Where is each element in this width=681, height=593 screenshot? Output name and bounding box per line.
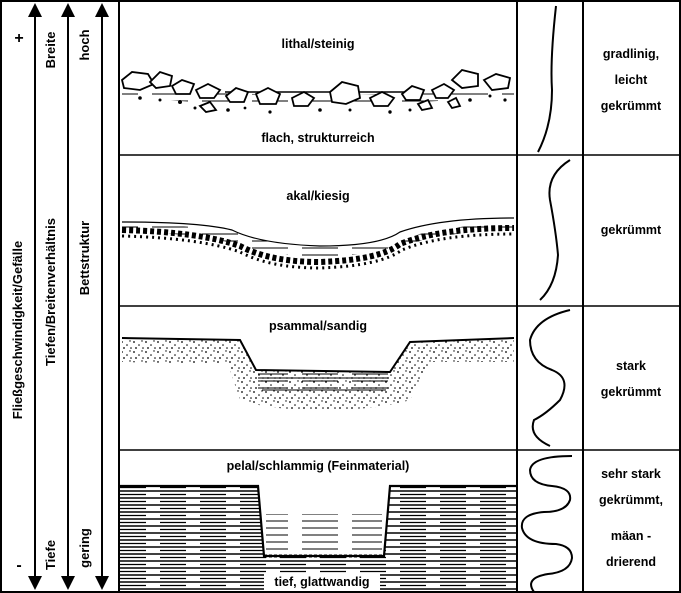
- planform-straight: [538, 6, 556, 152]
- curvature-row4-line1: sehr stark: [601, 467, 661, 481]
- lithal-profile-label: flach, strukturreich: [261, 131, 374, 145]
- curvature-row3-line1: stark: [616, 359, 646, 373]
- planform-curved: [540, 160, 570, 300]
- pelal-profile-label: tief, glattwandig: [274, 575, 369, 589]
- akal-cross-section: [122, 218, 514, 268]
- pelal-substrate-label: pelal/schlammig (Feinmaterial): [227, 459, 410, 473]
- lithal-substrate-label: lithal/steinig: [282, 37, 355, 51]
- axis3-bottom-label: gering: [77, 528, 92, 568]
- planform-curves: [522, 6, 572, 592]
- psammal-substrate-label: psammal/sandig: [269, 319, 367, 333]
- curvature-row1-line3: gekrümmt: [601, 99, 662, 113]
- curvature-row4-line3: mäan -: [611, 529, 651, 543]
- curvature-row4-line4: drierend: [606, 555, 656, 569]
- axis2-top-label: Breite: [43, 32, 58, 69]
- axis2-label: Tiefen/Breitenverhältnis: [43, 218, 58, 366]
- planform-meandering: [522, 456, 572, 592]
- axis3-label: Bettstruktur: [77, 221, 92, 295]
- axis3-top-label: hoch: [77, 29, 92, 60]
- axis1-label: Fließgeschwindigkeit/Gefälle: [10, 241, 25, 419]
- curvature-row4-line2: gekrümmt,: [599, 493, 663, 507]
- planform-strongly-curved: [530, 310, 570, 446]
- axis1-top-sign: +: [14, 30, 23, 47]
- axis1-bottom-sign: -: [16, 557, 21, 574]
- curvature-row2-line1: gekrümmt: [601, 223, 662, 237]
- akal-substrate-label: akal/kiesig: [286, 189, 349, 203]
- curvature-row3-line2: gekrümmt: [601, 385, 662, 399]
- psammal-cross-section: [122, 338, 514, 410]
- lithal-cross-section: [122, 70, 514, 114]
- curvature-row1-line1: gradlinig,: [603, 47, 659, 61]
- axis2-bottom-label: Tiefe: [43, 540, 58, 570]
- curvature-row1-line2: leicht: [615, 73, 648, 87]
